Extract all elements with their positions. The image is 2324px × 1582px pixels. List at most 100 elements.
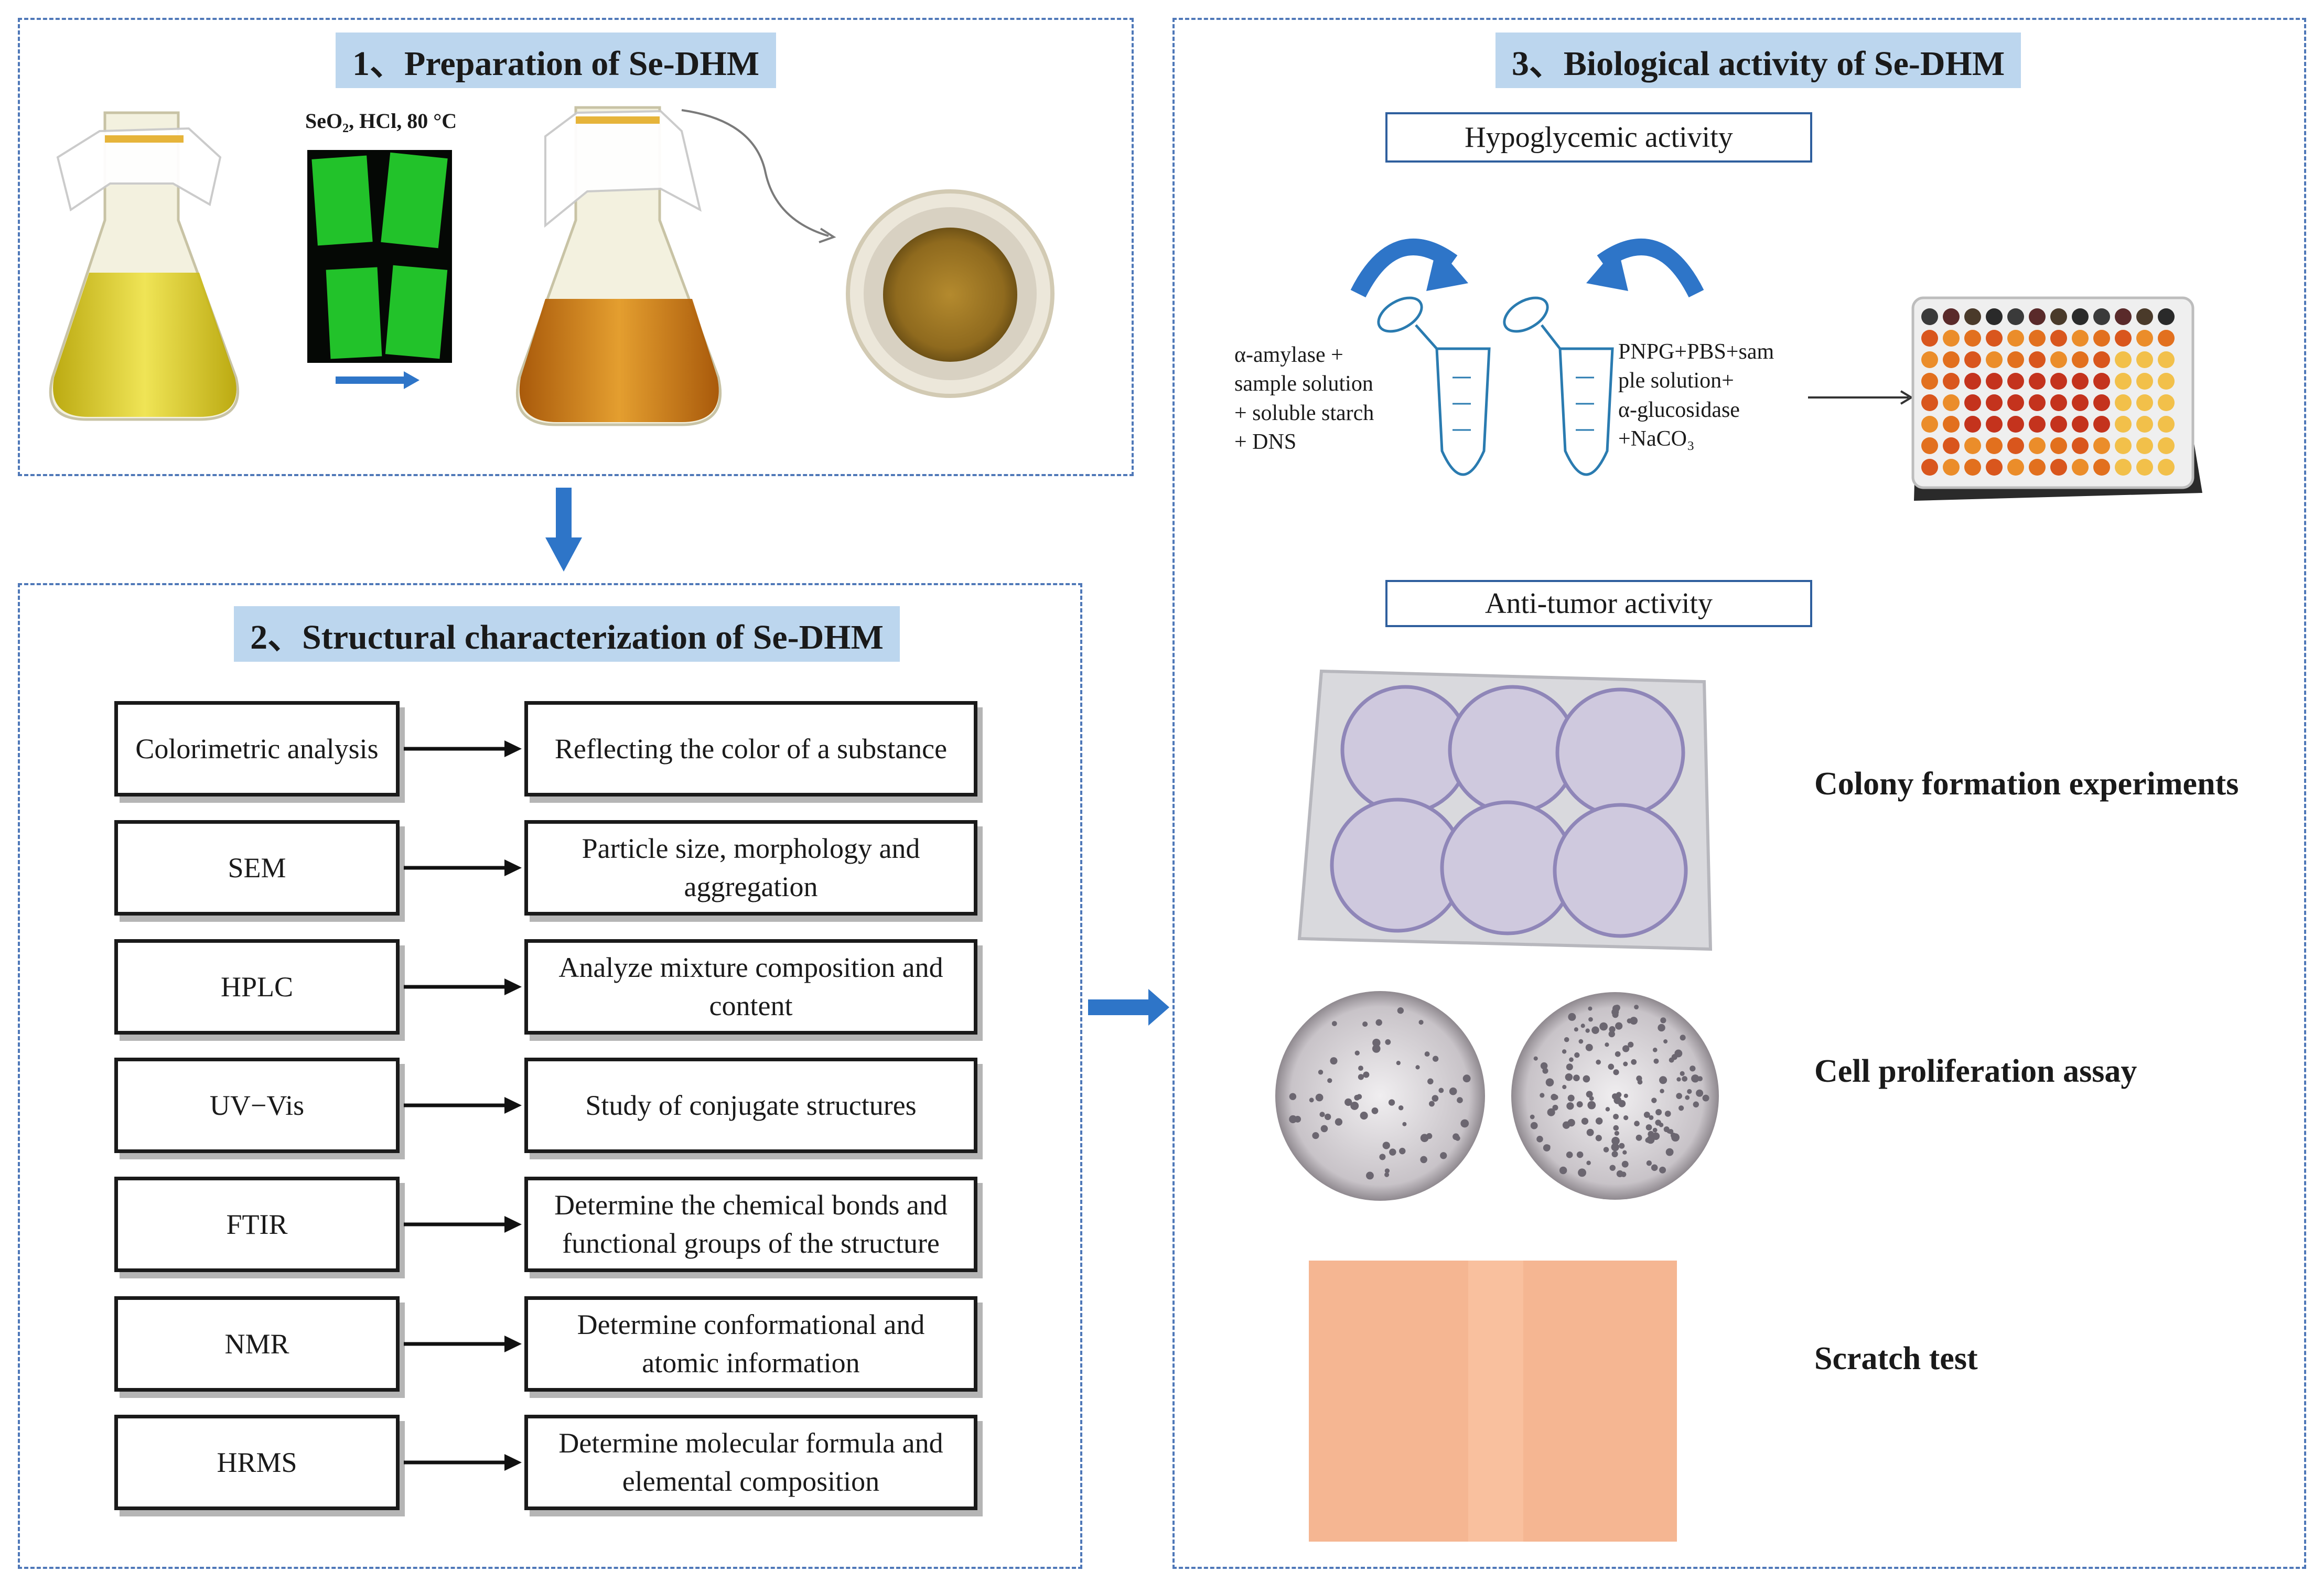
plate-well bbox=[2050, 351, 2067, 368]
cell-dot bbox=[1645, 1124, 1652, 1131]
plate-well bbox=[2093, 459, 2110, 476]
cell-dot bbox=[1428, 1101, 1435, 1107]
cell-dot bbox=[1623, 1061, 1628, 1067]
cell-dot bbox=[1354, 1050, 1360, 1056]
reagent-conditions-label: SeO₂, HCl, 80 °C bbox=[305, 109, 457, 133]
plate-well bbox=[2007, 373, 2024, 390]
plate-well bbox=[2007, 351, 2024, 368]
plate-well bbox=[1943, 351, 1960, 368]
plate-well bbox=[1921, 394, 1938, 411]
plate-well bbox=[2072, 437, 2089, 454]
plate-well bbox=[1964, 459, 1981, 476]
cell-dot bbox=[1565, 1073, 1573, 1081]
plate-well bbox=[1986, 437, 2003, 454]
cell-dot bbox=[1599, 1022, 1608, 1031]
cell-dot bbox=[1634, 1121, 1640, 1127]
panel-biological-activity bbox=[1172, 18, 2306, 1569]
plate-well bbox=[2158, 459, 2175, 476]
cell-dot bbox=[1588, 1006, 1593, 1011]
plate-well bbox=[1964, 308, 1981, 325]
plate-well bbox=[2007, 437, 2024, 454]
cell-dot bbox=[1358, 1074, 1364, 1080]
cell-dot bbox=[1693, 1101, 1699, 1107]
cell-dot bbox=[1319, 1112, 1325, 1117]
plate-well bbox=[2050, 437, 2067, 454]
plate-well bbox=[1921, 330, 1938, 347]
plate-well bbox=[1964, 437, 1981, 454]
cell-dot bbox=[1596, 1059, 1601, 1065]
cell-dot bbox=[1576, 1151, 1584, 1158]
cell-dot bbox=[1438, 1088, 1444, 1093]
cell-dot bbox=[1613, 1114, 1619, 1120]
plate-well bbox=[2093, 437, 2110, 454]
plate-well bbox=[2007, 459, 2024, 476]
cell-dot bbox=[1611, 1150, 1618, 1157]
cell-dot bbox=[1669, 1057, 1674, 1063]
cell-dot bbox=[1609, 1026, 1616, 1033]
plate-well bbox=[2115, 308, 2132, 325]
cell-dot bbox=[1685, 1095, 1690, 1100]
cell-dot bbox=[1388, 1099, 1395, 1106]
plate-well bbox=[1921, 351, 1938, 368]
plate-well bbox=[1943, 416, 1960, 433]
cell-dot bbox=[1354, 1094, 1360, 1101]
plate-well bbox=[2093, 416, 2110, 433]
plate-well bbox=[1921, 437, 1938, 454]
plate-well bbox=[1943, 308, 1960, 325]
plate-well bbox=[2029, 308, 2046, 325]
cell-dot bbox=[1460, 1119, 1469, 1128]
method-purpose-box: Study of conjugate structures bbox=[524, 1058, 977, 1153]
plate-well bbox=[2072, 459, 2089, 476]
plate-well bbox=[1964, 351, 1981, 368]
method-box: UV−Vis bbox=[114, 1058, 400, 1153]
cell-dot bbox=[1696, 1089, 1704, 1097]
cell-dot bbox=[1619, 1143, 1625, 1149]
cell-dot bbox=[1664, 1111, 1671, 1117]
plate-well bbox=[2007, 330, 2024, 347]
cell-dot bbox=[1552, 1104, 1558, 1111]
cell-dot bbox=[1660, 1017, 1666, 1024]
cell-dot bbox=[1315, 1093, 1324, 1102]
cell-dot bbox=[1402, 1122, 1407, 1126]
cell-dot bbox=[1462, 1074, 1471, 1083]
method-purpose-box: Particle size, morphology and aggregatio… bbox=[524, 820, 977, 916]
cell-dot bbox=[1618, 1100, 1626, 1107]
cell-dot bbox=[1645, 1137, 1651, 1143]
cell-dot bbox=[1655, 1109, 1662, 1115]
cell-dot bbox=[1566, 1063, 1573, 1071]
plate-well bbox=[1986, 308, 2003, 325]
method-purpose-box: Analyze mixture composition and content bbox=[524, 939, 977, 1035]
method-arrowhead bbox=[504, 740, 522, 757]
cell-dot bbox=[1576, 1101, 1583, 1107]
cell-dot bbox=[1530, 1114, 1535, 1120]
plate-well bbox=[1943, 373, 1960, 390]
cell-dot bbox=[1568, 1013, 1576, 1021]
cell-dot bbox=[1578, 1168, 1586, 1177]
plate-well bbox=[2029, 394, 2046, 411]
cell-dot bbox=[1398, 1105, 1404, 1111]
cell-dot bbox=[1605, 1107, 1610, 1112]
plate-well bbox=[2029, 373, 2046, 390]
cell-dot bbox=[1327, 1078, 1332, 1083]
cell-dot bbox=[1586, 1160, 1591, 1165]
method-arrowhead bbox=[504, 1097, 522, 1114]
cell-dot bbox=[1389, 1148, 1396, 1156]
plate-well bbox=[2136, 437, 2153, 454]
hypoglycemic-activity-title: Hypoglycemic activity bbox=[1385, 112, 1812, 163]
cell-dot bbox=[1396, 1060, 1401, 1066]
cell-dot bbox=[1547, 1108, 1555, 1116]
cell-dot bbox=[1382, 1142, 1390, 1149]
plate-well bbox=[2115, 416, 2132, 433]
cell-dot bbox=[1680, 1035, 1686, 1041]
tube-left-icon bbox=[1377, 296, 1491, 476]
cell-dot bbox=[1543, 1144, 1551, 1151]
plate-well bbox=[2007, 416, 2024, 433]
cell-dot bbox=[1420, 1156, 1427, 1164]
assay-label-cell-proliferation: Cell proliferation assay bbox=[1814, 1053, 2137, 1089]
